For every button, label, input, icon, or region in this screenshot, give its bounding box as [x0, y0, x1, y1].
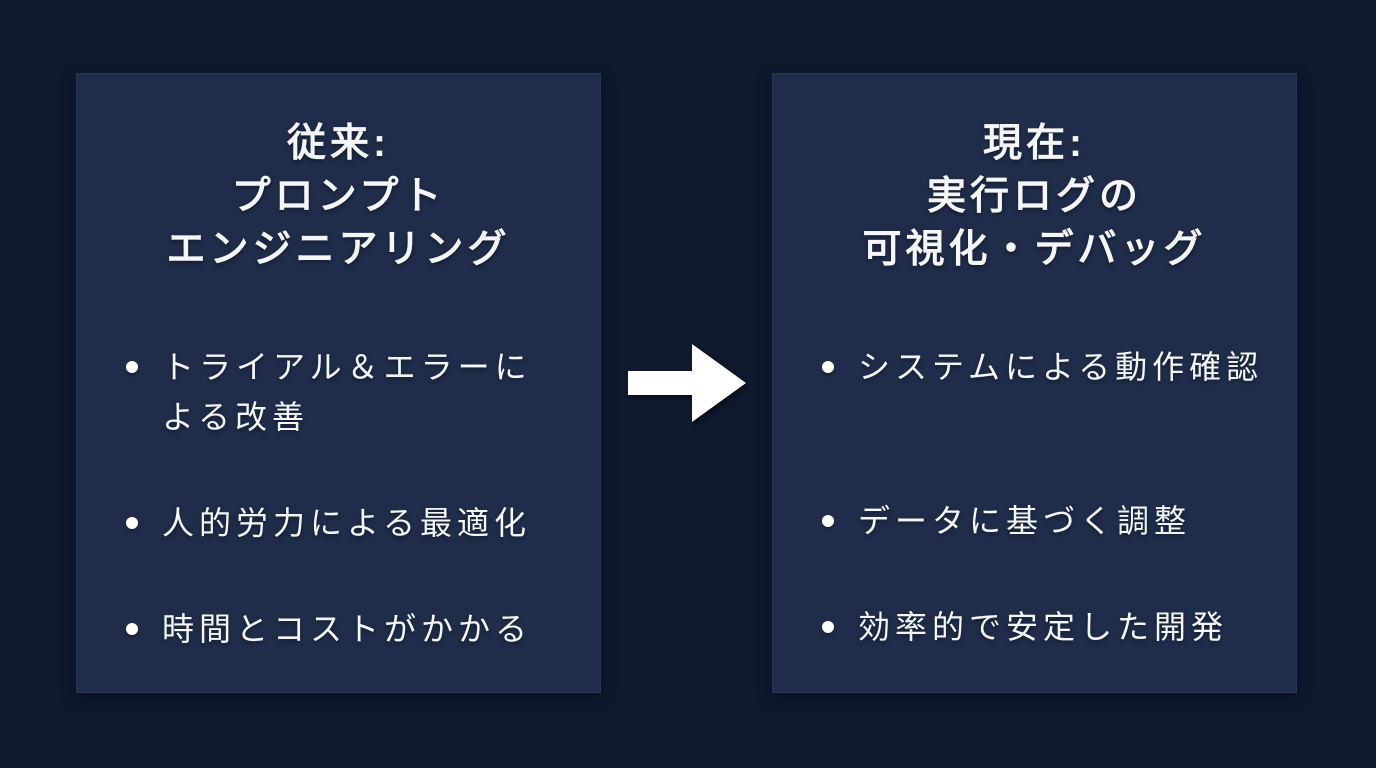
right-panel-title: 現在: 実行ログの 可視化・デバッグ — [792, 117, 1277, 276]
list-item: システムによる動作確認 — [822, 342, 1277, 392]
bullet-icon — [822, 621, 834, 633]
list-item: 人的労力による最適化 — [126, 498, 581, 548]
left-title-line-2: プロンプト — [231, 175, 446, 218]
left-panel-title: 従来: プロンプト エンジニアリング — [96, 117, 581, 276]
left-panel: 従来: プロンプト エンジニアリング トライアル＆エラーによる改善 人的労力によ… — [76, 73, 601, 693]
right-title-line-1: 現在: — [983, 122, 1086, 165]
bullet-icon — [126, 623, 138, 635]
bullet-icon — [822, 515, 834, 527]
left-title-line-3: エンジニアリング — [166, 228, 511, 271]
bullet-text: 人的労力による最適化 — [162, 505, 532, 541]
bullet-text: 効率的で安定した開発 — [858, 609, 1229, 645]
bullet-text: システムによる動作確認 — [858, 349, 1264, 385]
right-panel: 現在: 実行ログの 可視化・デバッグ システムによる動作確認 データに基づく調整… — [772, 73, 1297, 693]
bullet-icon — [822, 361, 834, 373]
list-item: トライアル＆エラーによる改善 — [126, 342, 581, 442]
list-item: 時間とコストがかかる — [126, 604, 581, 654]
bullet-text: データに基づく調整 — [858, 503, 1192, 539]
right-title-line-3: 可視化・デバッグ — [862, 228, 1207, 271]
list-item: 効率的で安定した開発 — [822, 602, 1277, 652]
right-arrow-icon — [628, 344, 746, 422]
bullet-text: トライアル＆エラーによる改善 — [162, 349, 532, 435]
bullet-text: 時間とコストがかかる — [162, 611, 533, 647]
left-bullet-list: トライアル＆エラーによる改善 人的労力による最適化 時間とコストがかかる — [96, 342, 581, 654]
bullet-icon — [126, 517, 138, 529]
left-title-line-1: 従来: — [287, 122, 390, 165]
bullet-icon — [126, 361, 138, 373]
right-bullet-list: システムによる動作確認 データに基づく調整 効率的で安定した開発 — [792, 342, 1277, 652]
right-title-line-2: 実行ログの — [926, 175, 1142, 218]
list-item: データに基づく調整 — [822, 496, 1277, 546]
